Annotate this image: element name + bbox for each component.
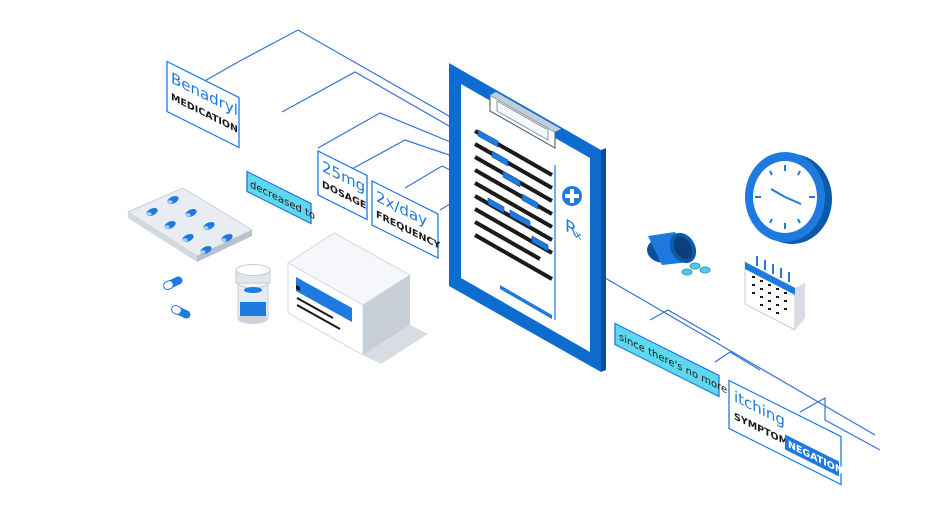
- spilled-pill-bottle: [647, 232, 711, 276]
- since-word: since there's no more: [619, 331, 727, 396]
- clock-icon: [745, 152, 832, 244]
- entity-label-itching: itching SYMPTOM NEGATION: [728, 379, 843, 486]
- calendar-icon: [744, 256, 805, 331]
- entity-label-dosage: 25mg DOSAGE: [317, 150, 368, 221]
- pill-bottle: [235, 264, 271, 324]
- medicine-box: [287, 232, 428, 364]
- blister-pack: [126, 187, 254, 262]
- loose-capsules: [163, 276, 191, 319]
- entity-label-benadryl: Benadryl MEDICATION: [166, 60, 240, 149]
- entity-label-frequency: 2x/day FREQUENCY: [371, 180, 441, 259]
- rx-symbol: R: [565, 215, 577, 241]
- connector-lines: [202, 29, 881, 451]
- rx-subscript: x: [575, 227, 582, 244]
- clipboard: R x: [449, 63, 606, 372]
- entity-label-decreased-to: decreased to: [246, 170, 315, 225]
